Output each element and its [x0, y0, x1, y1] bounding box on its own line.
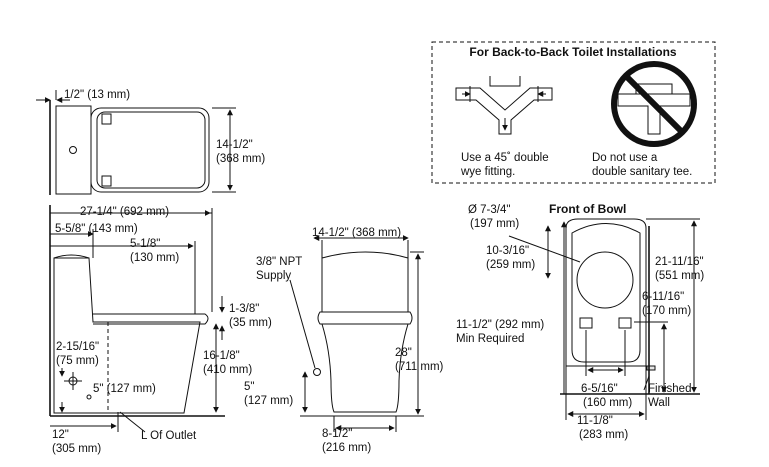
supply-offset-label: 5" (127 mm)	[93, 383, 156, 395]
tank-to-wall-label: 5-5/8" (143 mm)	[55, 223, 138, 235]
base-width-mm-label: (283 mm)	[579, 429, 628, 441]
bolt-spacing-in-label: 6-5/16"	[581, 383, 618, 395]
top-view: 1/2" (13 mm) 14-1/2" (368 mm)	[36, 89, 265, 195]
base-width-in-label: 11-1/8"	[577, 415, 613, 427]
double-wye-fitting-icon	[455, 76, 553, 135]
ok-fitting-line2: wye fitting.	[460, 166, 515, 178]
overall-length-label: 27-1/4" (692 mm)	[80, 206, 169, 218]
front-width-label: 14-1/2" (368 mm)	[312, 227, 401, 239]
front-height-in-label: 28"	[395, 347, 412, 359]
outlet-centerline-label: L Of Outlet	[141, 430, 197, 442]
front-of-bowl-title: Front of Bowl	[549, 202, 626, 216]
seat-step-mm-label: (35 mm)	[229, 317, 272, 329]
front-base-mm-label: (216 mm)	[322, 442, 371, 454]
outlet-dia-mm-label: (197 mm)	[470, 218, 519, 230]
front-base-in-label: 8-1/2"	[322, 428, 352, 440]
left-bolt-icon	[579, 317, 593, 329]
front-supply-in-label: 5"	[244, 381, 254, 393]
front-supply-mm-label: (127 mm)	[244, 395, 293, 407]
side-view: 27-1/4" (692 mm) 5-5/8" (143 mm) 5-1/8" …	[49, 205, 272, 455]
right-bolt-icon	[618, 317, 632, 329]
plan-view: Front of Bowl Ø 7-3/4" (197 mm) 10-3/16"…	[456, 202, 704, 441]
rough-in-in-label: 12"	[52, 429, 69, 441]
bolt-pos-mm-label: (170 mm)	[642, 305, 691, 317]
seat-offset-in-label: 5-1/8"	[130, 238, 160, 250]
front-height-mm-label: (711 mm)	[395, 361, 444, 373]
seat-step-in-label: 1-3/8"	[229, 303, 259, 315]
outlet-pos-in-label: 10-3/16"	[486, 245, 529, 257]
no-sanitary-tee-icon	[611, 61, 697, 147]
plan-length-in-label: 21-11/16"	[655, 256, 704, 268]
front-view: 14-1/2" (368 mm) 3/8" NPT Supply 5" (127…	[244, 227, 444, 454]
top-offset-label: 1/2" (13 mm)	[64, 89, 130, 101]
seat-offset-mm-label: (130 mm)	[130, 252, 179, 264]
top-depth-mm-label: (368 mm)	[216, 153, 265, 165]
supply-text-label: Supply	[256, 270, 291, 282]
clearance-label: 11-1/2" (292 mm)	[456, 319, 544, 331]
supply-height-in-label: 2-15/16"	[56, 341, 99, 353]
plan-length-mm-label: (551 mm)	[655, 270, 704, 282]
no-fitting-line2: double sanitary tee.	[592, 166, 692, 178]
front-supply-icon	[313, 368, 321, 376]
clearance-note: Min Required	[456, 333, 524, 345]
bolt-spacing-mm-label: (160 mm)	[583, 397, 632, 409]
ok-fitting-line1: Use a 45˚ double	[461, 152, 549, 164]
no-fitting-line1: Do not use a	[592, 152, 658, 164]
supply-height-mm-label: (75 mm)	[56, 355, 99, 367]
supply-size-label: 3/8" NPT	[256, 256, 302, 268]
finished-wall-label: Finished	[648, 383, 691, 395]
outlet-pos-mm-label: (259 mm)	[486, 259, 535, 271]
finished-wall-label-2: Wall	[648, 397, 670, 409]
back-to-back-title: For Back-to-Back Toilet Installations	[469, 45, 676, 59]
seat-height-in-label: 16-1/8"	[203, 350, 240, 362]
outlet-circle	[576, 251, 634, 309]
back-to-back-panel: For Back-to-Back Toilet Installations Us…	[431, 41, 716, 184]
outlet-dia-in-label: Ø 7-3/4"	[468, 204, 510, 216]
seat-height-mm-label: (410 mm)	[203, 364, 252, 376]
bolt-pos-in-label: 6-11/16"	[642, 291, 684, 303]
rough-in-mm-label: (305 mm)	[52, 443, 101, 455]
top-depth-in-label: 14-1/2"	[216, 139, 253, 151]
